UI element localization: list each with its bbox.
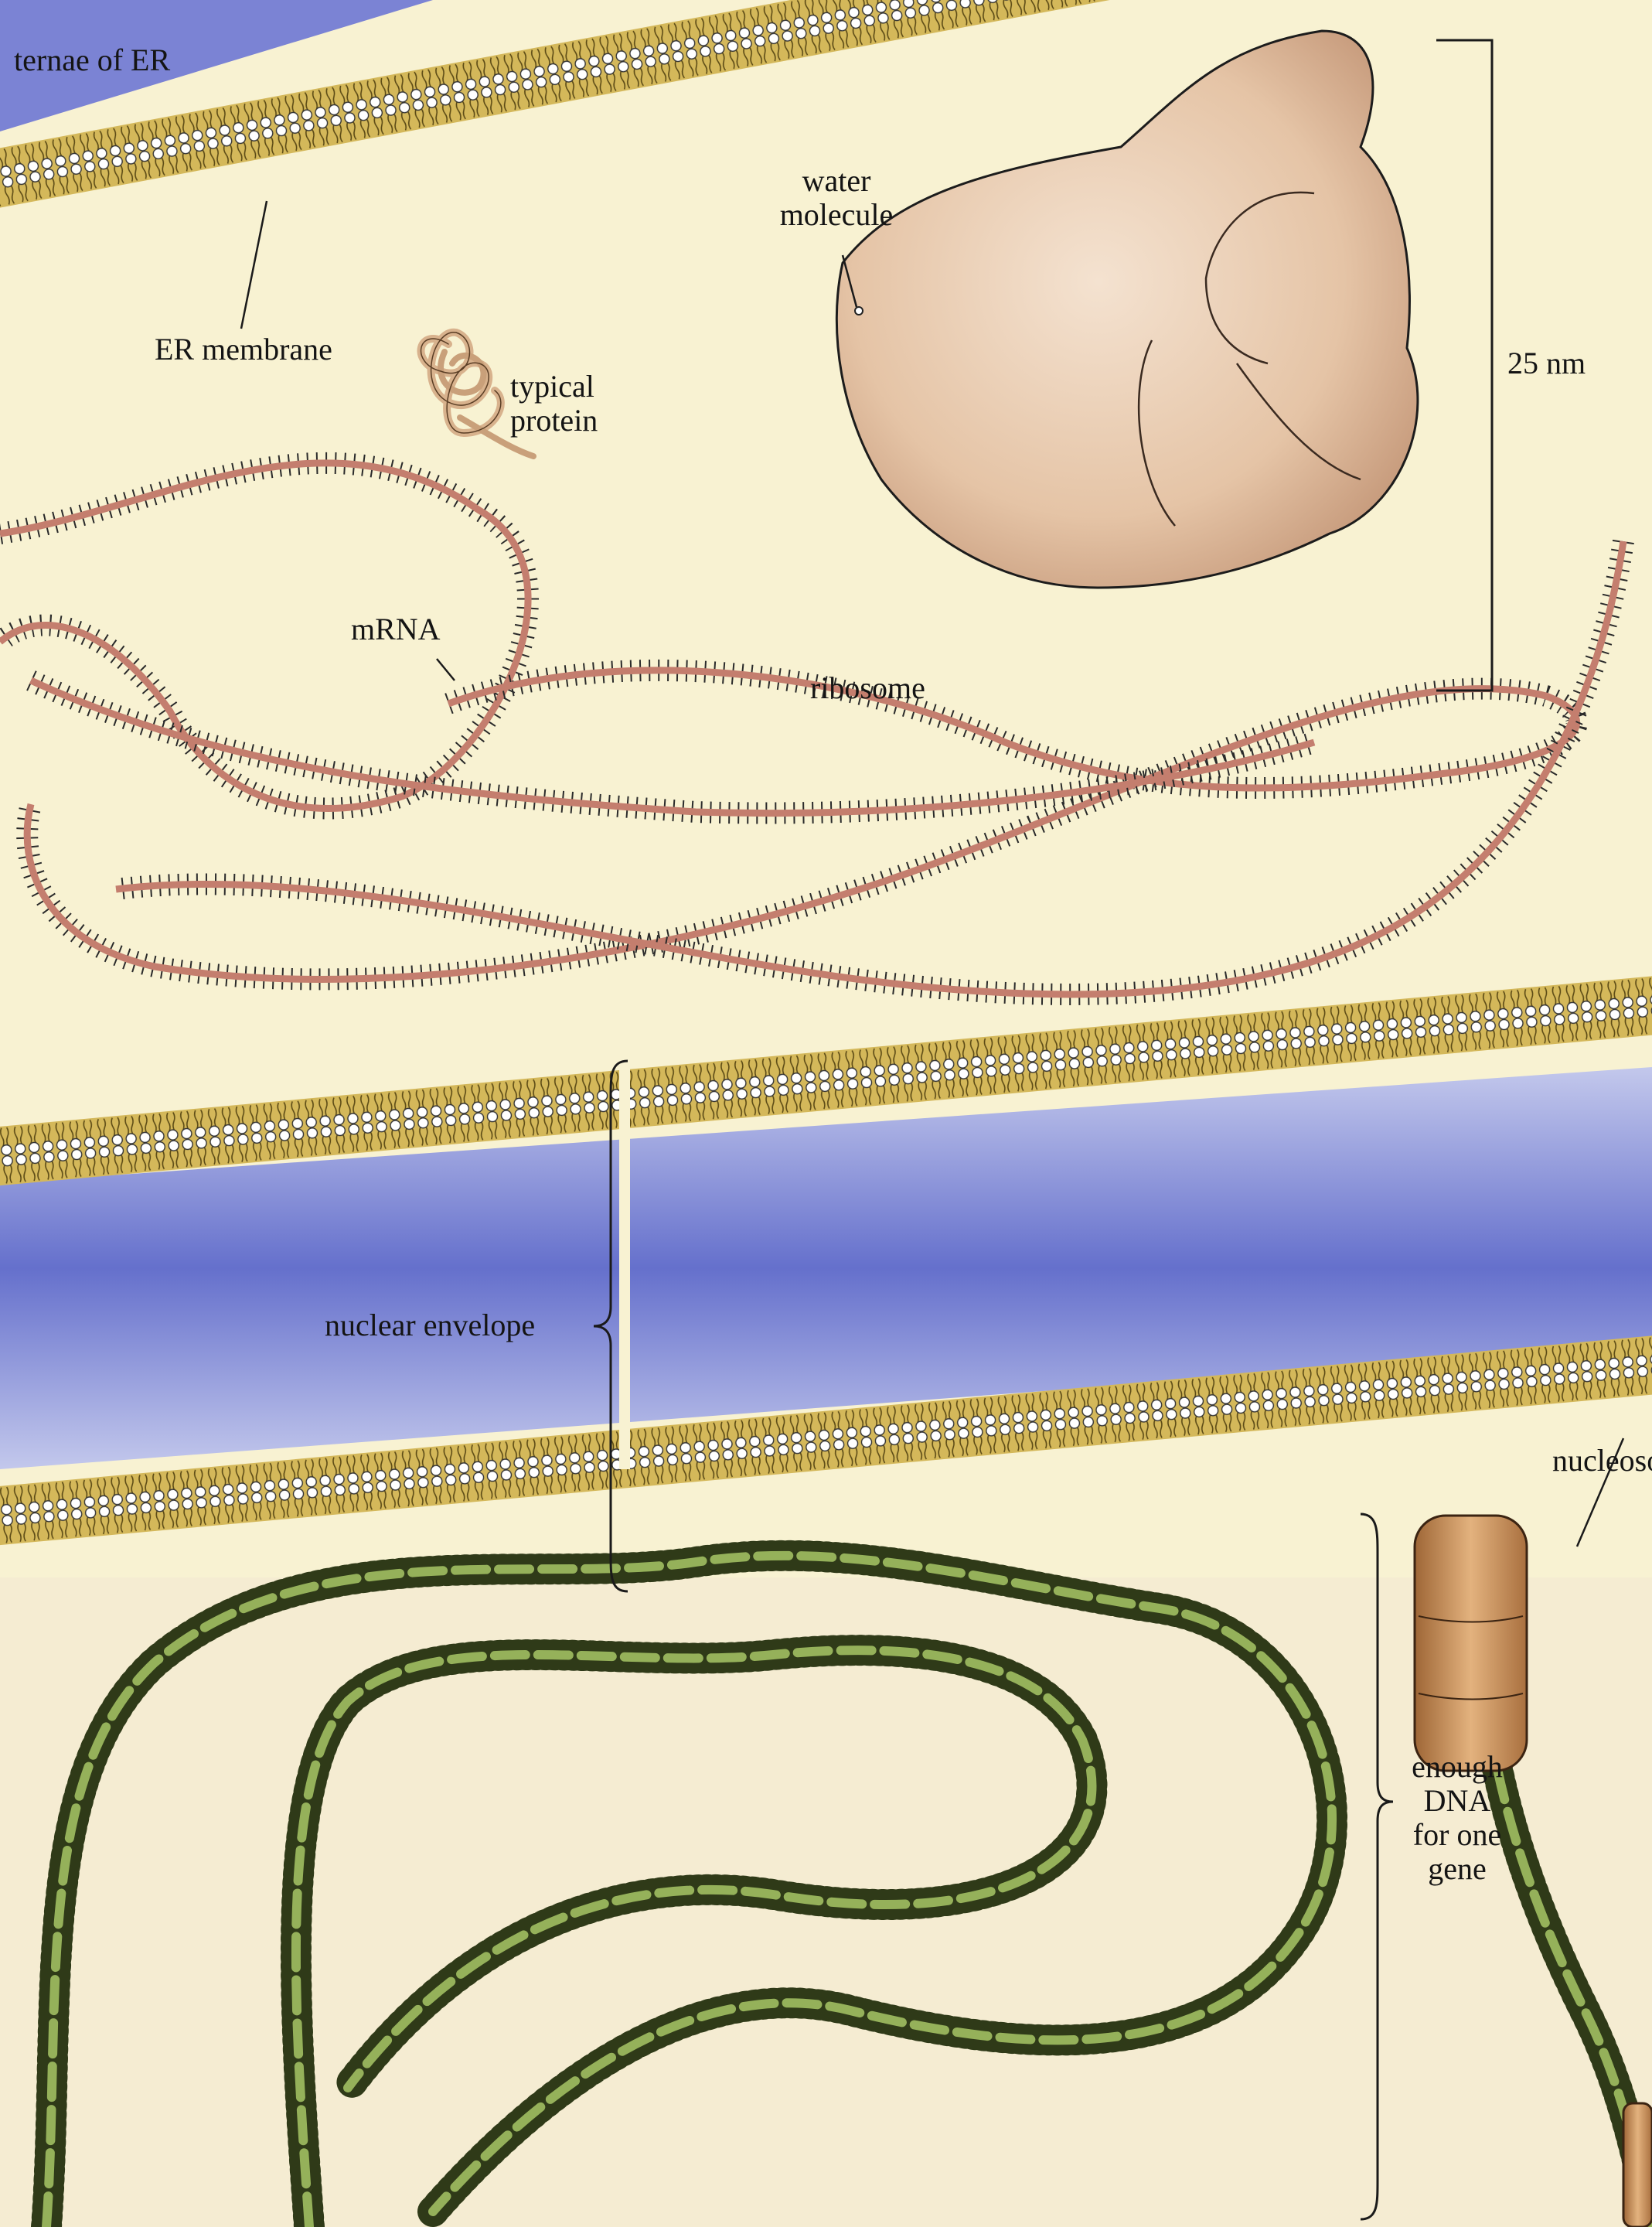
gene-dna-label-line-2: DNA — [1391, 1784, 1523, 1818]
typical-protein-label: typical protein — [510, 370, 680, 438]
gene-dna-label: enough DNA for one gene — [1391, 1750, 1523, 1886]
cisternae-label: ternae of ER — [14, 43, 170, 77]
nucleosome-label: nucleoso — [1552, 1444, 1652, 1478]
scale-label: 25 nm — [1507, 346, 1586, 380]
water-molecule-label: water molecule — [751, 164, 921, 232]
typical-protein-label-line-2: protein — [510, 404, 680, 438]
ribosome-label: ribosome — [810, 671, 925, 705]
gene-dna-label-line-1: enough — [1391, 1750, 1523, 1784]
gene-dna-label-line-4: gene — [1391, 1852, 1523, 1886]
mrna-label: mRNA — [351, 612, 441, 646]
gene-dna-label-line-3: for one — [1391, 1818, 1523, 1852]
water-molecule-label-line-2: molecule — [751, 198, 921, 232]
water-molecule-label-line-1: water — [751, 164, 921, 198]
typical-protein-label-line-1: typical — [510, 370, 680, 404]
er-membrane-label: ER membrane — [155, 333, 332, 367]
water-molecule-dot — [855, 307, 863, 315]
nuclear-envelope-label: nuclear envelope — [325, 1308, 535, 1342]
